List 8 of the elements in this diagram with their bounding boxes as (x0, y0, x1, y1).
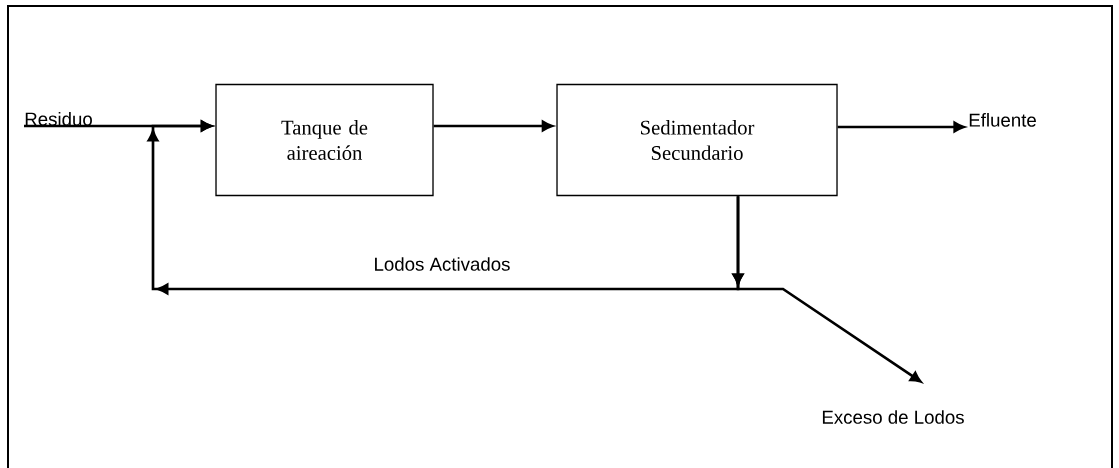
edge-label: Lodos Activados (372, 255, 512, 273)
process-box: Sedimentador Secundario (556, 83, 838, 197)
flow-label: Exceso de Lodos (822, 410, 964, 424)
flow-label: Efluente (969, 113, 1036, 127)
process-box: Tanque de aireación (215, 83, 434, 197)
arrow (837, 121, 965, 133)
arrow (433, 120, 554, 132)
arrow (732, 196, 922, 383)
